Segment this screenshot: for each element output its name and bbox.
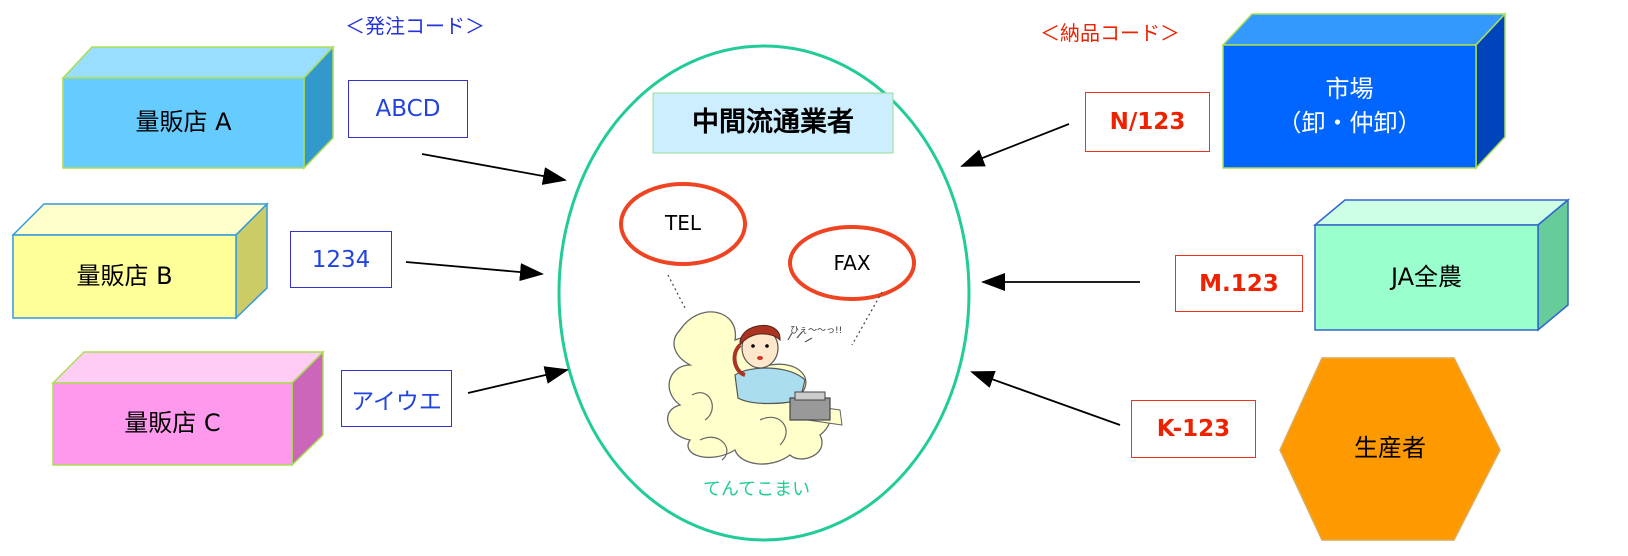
- order-code-header: ＜発注コード＞: [345, 14, 485, 38]
- delivery-code-producer: K-123: [1131, 400, 1256, 458]
- tel-dotted-line: [667, 274, 687, 311]
- order-code-a: ABCD: [348, 80, 468, 138]
- arrow-producer: [970, 370, 1121, 426]
- retailer-c-label: 量販店 C: [124, 409, 221, 438]
- svg-text:ひぇ〜〜っ!!: ひぇ〜〜っ!!: [790, 325, 842, 336]
- fax-label: FAX: [833, 251, 871, 275]
- retailer-a-label: 量販店 A: [135, 108, 232, 137]
- arrow-retailer-c: [467, 366, 569, 394]
- intermediary-title: 中間流通業者: [692, 107, 854, 139]
- arrow-market: [960, 123, 1070, 167]
- intermediary-ellipse: [557, 44, 971, 542]
- delivery-code-ja: M.123: [1175, 255, 1303, 312]
- order-code-b: 1234: [290, 231, 392, 288]
- market-label-line2: （卸・仲卸）: [1277, 108, 1422, 137]
- retailer-b-label: 量販店 B: [76, 261, 173, 290]
- fax-dotted-line: [851, 291, 883, 346]
- market-label-line1: 市場: [1325, 74, 1374, 103]
- producer-hexagon: [1279, 357, 1501, 541]
- overwhelmed-worker-illustration: ひぇ〜〜っ!!: [667, 311, 843, 465]
- producer-label: 生産者: [1354, 434, 1426, 463]
- retailer-c-box: [51, 350, 325, 467]
- tel-label: TEL: [665, 211, 701, 235]
- fax-bubble: [788, 225, 916, 301]
- intermediary-title-box: [652, 92, 894, 154]
- retailer-a-box: [61, 45, 335, 170]
- arrow-retailer-b: [405, 261, 544, 282]
- delivery-code-header: ＜納品コード＞: [1040, 21, 1180, 45]
- arrow-retailer-a: [421, 153, 567, 185]
- tel-bubble: [619, 182, 747, 266]
- retailer-b-box: [11, 202, 269, 320]
- ja-label: JA全農: [1390, 262, 1463, 291]
- caption-tentekomai: てんてこまい: [703, 479, 811, 500]
- ja-box: [1312, 198, 1571, 332]
- market-box: [1221, 12, 1507, 170]
- market-label: 市場 （卸・仲卸）: [1223, 45, 1476, 168]
- delivery-code-market: N/123: [1085, 92, 1210, 152]
- order-code-c: アイウエ: [341, 370, 452, 427]
